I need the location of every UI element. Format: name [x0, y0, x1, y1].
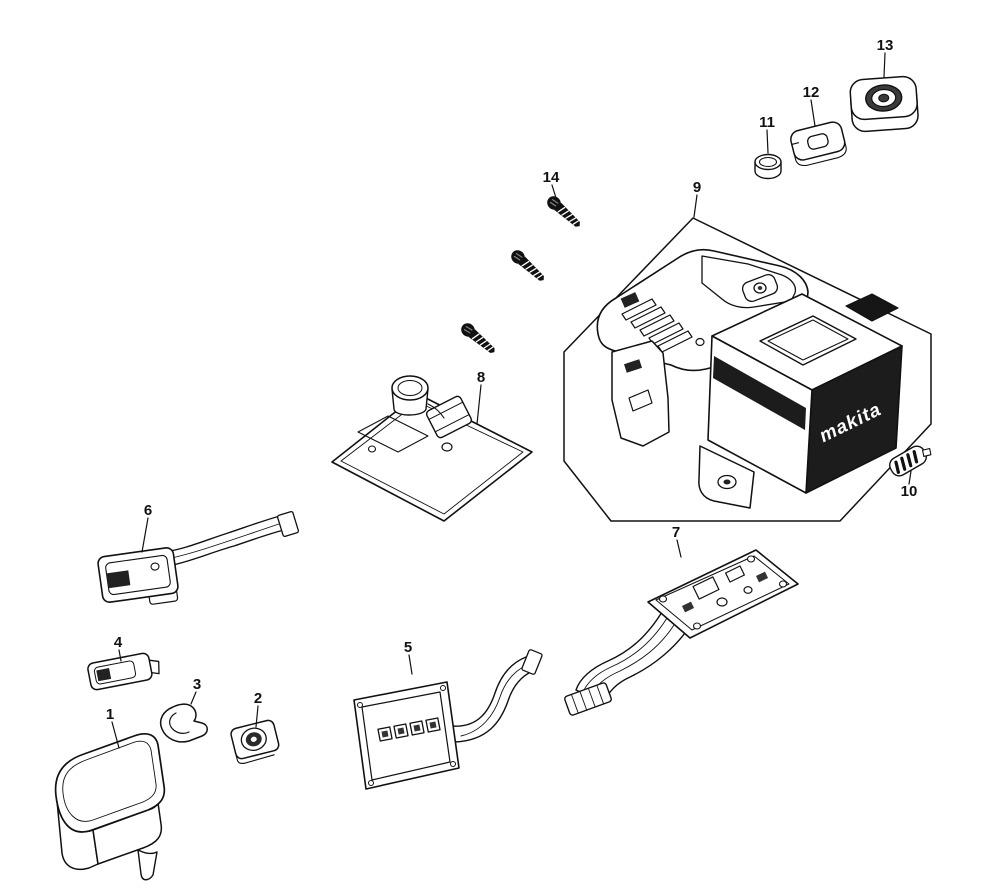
part-label-13: 13 [877, 37, 894, 54]
part-10-clip-drawing [889, 445, 932, 477]
leader-line-14 [551, 184, 557, 199]
leader-line-9 [693, 194, 698, 218]
part-7-pcb-assembly-drawing [564, 549, 799, 716]
part-2-button-drawing [230, 719, 280, 765]
part-14-screw-1-drawing [547, 196, 580, 227]
leader-line-2 [255, 705, 259, 728]
part-11-ring-drawing [754, 153, 782, 180]
leader-line-11 [766, 129, 769, 154]
part-label-7: 7 [672, 524, 680, 541]
part-label-6: 6 [144, 502, 152, 519]
part-12-plate-drawing [790, 121, 847, 167]
part-label-9: 9 [693, 179, 701, 196]
leader-line-7 [676, 539, 682, 558]
part-9-boundary-outline [563, 217, 932, 522]
part-label-8: 8 [477, 369, 485, 386]
part-3-clip-drawing [159, 703, 208, 743]
part-label-10: 10 [901, 483, 918, 500]
part-14-screw-2-drawing [511, 250, 544, 281]
part-label-11: 11 [759, 114, 775, 131]
leader-line-13 [883, 52, 886, 78]
leader-line-1 [111, 721, 120, 749]
leader-line-6 [141, 517, 149, 553]
part-label-12: 12 [803, 84, 820, 101]
part-9-adapter-body-drawing: makita [698, 293, 903, 509]
leader-line-4 [118, 649, 122, 662]
leader-line-8 [476, 384, 482, 425]
part-14-screw-3-drawing [461, 323, 495, 354]
part-label-1: 1 [106, 706, 114, 723]
part-6-connector-module-drawing [97, 510, 300, 605]
part-8-circuit-board-drawing [331, 375, 533, 522]
part-5-terminal-block-drawing [353, 649, 543, 790]
leader-line-12 [810, 99, 816, 127]
part-label-4: 4 [114, 634, 123, 651]
part-13-cap-drawing [849, 75, 919, 133]
part-4-cap-drawing [87, 652, 160, 691]
part-label-5: 5 [404, 639, 412, 656]
part-1-cover-drawing [54, 733, 166, 881]
leader-line-10 [908, 470, 912, 485]
leader-line-3 [190, 691, 197, 705]
part-label-2: 2 [254, 690, 262, 707]
part-label-3: 3 [193, 676, 201, 693]
part-label-14: 14 [543, 169, 560, 186]
leader-line-5 [408, 654, 413, 675]
